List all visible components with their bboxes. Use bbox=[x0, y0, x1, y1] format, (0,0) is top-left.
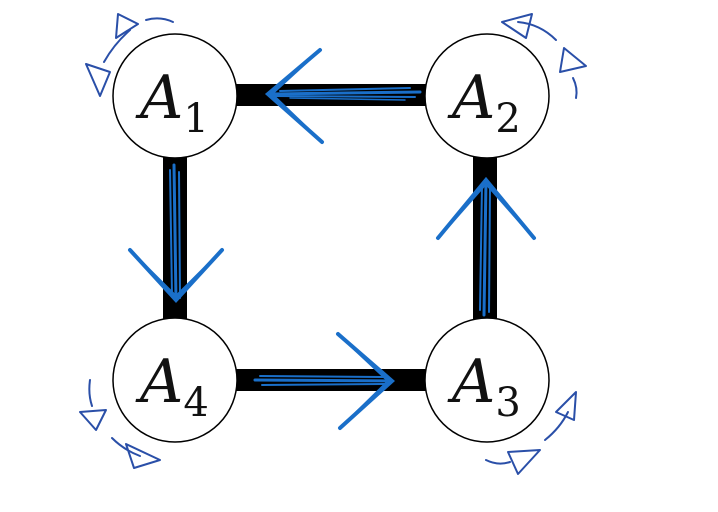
rotation-arc-a3 bbox=[485, 391, 577, 475]
rotation-arc-a1 bbox=[85, 13, 174, 97]
arrow-a3-to-a2 bbox=[436, 176, 536, 317]
rotation-arc-a4 bbox=[79, 379, 161, 469]
rotation-arc-a2 bbox=[501, 13, 587, 99]
svg-text:A3: A3 bbox=[447, 347, 521, 426]
node-a3: A3 bbox=[424, 317, 550, 443]
svg-text:A4: A4 bbox=[135, 347, 209, 426]
node-a4: A4 bbox=[112, 317, 238, 443]
rotation-arcs bbox=[79, 13, 587, 475]
node-a4-subscript: 4 bbox=[183, 380, 208, 426]
node-a3-letter: A bbox=[447, 347, 495, 417]
arrow-a2-to-a1 bbox=[264, 48, 422, 144]
node-a3-subscript: 3 bbox=[495, 380, 520, 426]
node-a1: A1 bbox=[112, 33, 238, 159]
nodes: A1 A2 A3 A4 bbox=[112, 33, 550, 443]
node-a2-subscript: 2 bbox=[495, 96, 520, 142]
node-a1-subscript: 1 bbox=[183, 96, 208, 142]
svg-text:A2: A2 bbox=[447, 63, 521, 142]
node-a4-letter: A bbox=[135, 347, 183, 417]
arrow-a4-to-a3 bbox=[253, 332, 396, 430]
node-a1-letter: A bbox=[135, 63, 183, 133]
arrow-a1-to-a4 bbox=[128, 163, 224, 303]
node-a2: A2 bbox=[424, 33, 550, 159]
node-a2-letter: A bbox=[447, 63, 495, 133]
svg-text:A1: A1 bbox=[135, 63, 209, 142]
direction-arrows bbox=[128, 48, 536, 430]
